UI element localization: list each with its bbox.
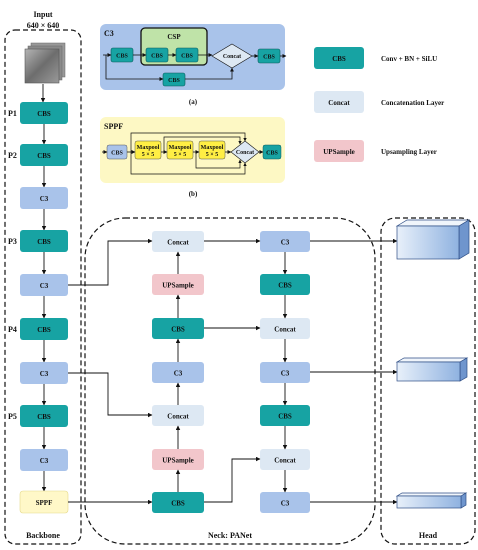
sppf-cbs-out: CBS: [266, 151, 278, 157]
legend-upsample-desc: Upsampling Layer: [381, 148, 437, 156]
head-output-large: [395, 219, 471, 260]
c3-concat: Concat: [223, 54, 241, 60]
stage-p4: P4: [8, 325, 17, 334]
sppf-panel: SPPF CBS Maxpool 5 × 5 Maxpool 5 × 5 Max…: [100, 117, 285, 183]
head-output-medium: [395, 357, 469, 382]
c3-cbs-3: CBS: [181, 54, 193, 60]
neck-c1-concat-low: Concat: [167, 413, 189, 421]
head-outline: [380, 217, 476, 545]
sppf-concat: Concat: [236, 150, 254, 156]
backbone-block-sppf: SPPF: [36, 499, 53, 507]
neck-c2-cbs-low: CBS: [278, 413, 292, 421]
head-output-small: [395, 492, 468, 509]
backbone-block-6: CBS: [37, 326, 51, 334]
sppf-maxpool-1-kernel: 5 × 5: [142, 152, 154, 158]
backbone-block-8: CBS: [37, 413, 51, 421]
sppf-panel-title: SPPF: [104, 122, 123, 131]
legend-concat-key: Concat: [328, 99, 350, 107]
input-label: Input: [33, 10, 52, 19]
neck-c1-c3: C3: [174, 370, 183, 378]
stage-p5: P5: [8, 412, 17, 421]
input-image-stack: [24, 42, 66, 84]
neck-c1-upsample-low: UPSample: [162, 457, 194, 465]
legend-cbs-desc: Conv + BN + SiLU: [381, 55, 437, 63]
backbone-block-2: CBS: [37, 152, 51, 160]
legend: CBS Conv + BN + SiLU Concat Concatenatio…: [314, 47, 444, 162]
backbone-block-7: C3: [40, 370, 49, 378]
stage-p1: P1: [8, 109, 17, 118]
legend-upsample-key: UPSample: [323, 148, 355, 156]
neck-c1-concat-top: Concat: [167, 239, 189, 247]
c3-cbs-out: CBS: [263, 55, 275, 61]
input-size: 640 × 640: [27, 21, 60, 30]
backbone-block-4: CBS: [37, 238, 51, 246]
c3-caption: (a): [189, 98, 198, 106]
neck-c1-cbs-bottom: CBS: [171, 500, 185, 508]
csp-label: CSP: [167, 33, 181, 41]
c3-cbs-bypass: CBS: [168, 78, 180, 84]
c3-cbs-1: CBS: [116, 54, 128, 60]
head-title: Head: [419, 531, 438, 540]
sppf-maxpool-2: Maxpool: [169, 145, 192, 151]
sppf-cbs-in: CBS: [111, 151, 123, 157]
c3-cbs-2: CBS: [151, 54, 163, 60]
neck-c1-cbs-mid: CBS: [171, 326, 185, 334]
backbone-outline: [4, 29, 82, 545]
c3-panel: C3 CSP CBS CBS CBS Concat CBS CBS: [100, 24, 287, 90]
sppf-maxpool-3-kernel: 5 × 5: [206, 152, 218, 158]
backbone-column: CBS CBS C3 CBS C3 CBS C3 CBS C3 SPPF: [19, 102, 69, 514]
neck-title: Neck: PANet: [208, 531, 252, 540]
neck-c1-upsample-top: UPSample: [162, 282, 194, 290]
neck-c2-cbs-top: CBS: [278, 282, 292, 290]
backbone-block-9: C3: [40, 457, 49, 465]
neck-column-2: C3 CBS Concat C3 CBS Concat C3: [260, 231, 310, 513]
c3-panel-title: C3: [104, 29, 114, 38]
neck-c2-c3-bottom: C3: [281, 500, 290, 508]
neck-c2-c3-mid: C3: [281, 370, 290, 378]
backbone-block-1: CBS: [37, 110, 51, 118]
backbone-title: Backbone: [26, 531, 60, 540]
neck-c2-concat-mid: Concat: [274, 326, 296, 334]
neck-outline: [84, 217, 376, 545]
neck-c2-concat-low: Concat: [274, 457, 296, 465]
legend-cbs-key: CBS: [332, 55, 346, 63]
sppf-maxpool-1: Maxpool: [137, 145, 160, 151]
sppf-maxpool-2-kernel: 5 × 5: [174, 152, 186, 158]
sppf-maxpool-3: Maxpool: [201, 145, 224, 151]
legend-concat-desc: Concatenation Layer: [381, 99, 444, 107]
stage-p3: P3: [8, 237, 17, 246]
backbone-block-3: C3: [40, 195, 49, 203]
neck-c2-c3-top: C3: [281, 239, 290, 247]
stage-p2: P2: [8, 151, 17, 160]
neck-column-1: Concat UPSample CBS C3 Concat UPSample C…: [152, 231, 204, 513]
backbone-block-5: C3: [40, 282, 49, 290]
sppf-caption: (b): [189, 190, 198, 198]
